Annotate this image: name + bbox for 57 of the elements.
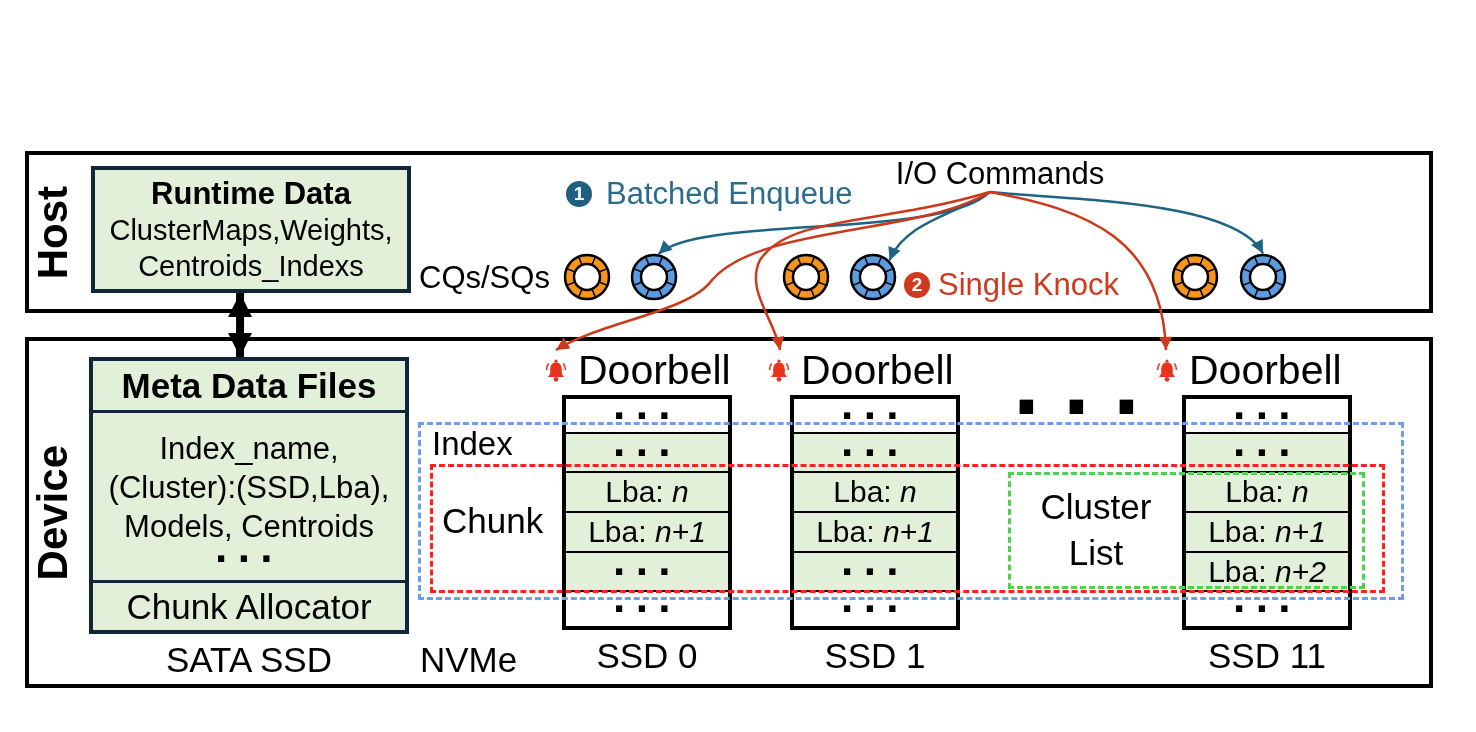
lba-label: Lba: n+1 bbox=[588, 518, 706, 546]
ellipsis: ··· bbox=[1013, 398, 1163, 414]
box-heading: Runtime Data bbox=[151, 175, 351, 212]
step-label: Batched Enqueue bbox=[606, 176, 853, 212]
arrow bbox=[989, 190, 1172, 351]
ellipsis: ··· bbox=[841, 410, 909, 421]
lba-label: Lba: n bbox=[1225, 478, 1309, 506]
lba-label: Lba: n bbox=[833, 478, 917, 506]
ellipsis: ··· bbox=[613, 604, 681, 614]
step-number: 2 bbox=[904, 272, 930, 298]
box-text: Index_name, (Cluster):(SSD,Lba), Models, Centroids bbox=[107, 430, 391, 546]
arrow bbox=[888, 190, 991, 261]
queue-label: CQs/SQs bbox=[419, 260, 550, 296]
queue-ring bbox=[563, 253, 611, 301]
step-number: 1 bbox=[566, 181, 592, 207]
lba-label: Lba: n bbox=[605, 478, 689, 506]
ellipsis: ··· bbox=[613, 566, 681, 577]
ellipsis: ··· bbox=[1233, 604, 1301, 614]
command-label: I/O Commands bbox=[895, 156, 1105, 192]
ellipsis: ··· bbox=[613, 447, 681, 458]
node-label: SSD 0 bbox=[596, 636, 698, 676]
region-label: Chunk bbox=[442, 503, 544, 539]
ellipsis: ··· bbox=[1233, 410, 1301, 421]
node-label: SSD 1 bbox=[824, 636, 926, 676]
box-text: ClusterMaps,Weights, Centroids_Indexs bbox=[108, 212, 394, 284]
box-heading: Meta Data Files bbox=[93, 361, 405, 413]
lba-label: Lba: n+1 bbox=[816, 518, 934, 546]
ellipsis: ··· bbox=[841, 447, 909, 458]
data-store-box bbox=[91, 166, 411, 293]
ellipsis: ··· bbox=[841, 566, 909, 577]
doorbell-label: Doorbell bbox=[801, 350, 954, 391]
ellipsis: ··· bbox=[613, 410, 681, 421]
arrow bbox=[228, 293, 253, 357]
queue-ring bbox=[630, 253, 678, 301]
queue-ring bbox=[782, 253, 830, 301]
doorbell-label: Doorbell bbox=[578, 350, 731, 391]
ellipsis: ··· bbox=[215, 554, 283, 564]
step-label: Single Knock bbox=[938, 267, 1119, 303]
node-label: SSD 11 bbox=[1208, 636, 1326, 676]
lba-label: Lba: n+2 bbox=[1208, 557, 1326, 586]
doorbell-label: Doorbell bbox=[1189, 350, 1342, 391]
lba-label: Lba: n+1 bbox=[1208, 518, 1326, 546]
ellipsis: ··· bbox=[841, 604, 909, 614]
box-text: Chunk Allocator bbox=[93, 580, 405, 630]
queue-ring bbox=[1171, 253, 1219, 301]
queue-ring bbox=[1239, 253, 1287, 301]
region-label: Index bbox=[432, 428, 513, 460]
host-panel bbox=[25, 151, 1433, 313]
region-label: Cluster List bbox=[1040, 486, 1152, 574]
device-panel bbox=[25, 337, 1433, 688]
interface-label: NVMe bbox=[420, 640, 518, 680]
queue-ring bbox=[849, 253, 897, 301]
section-label: Host bbox=[32, 186, 74, 280]
section-label: Device bbox=[32, 445, 74, 581]
ellipsis: ··· bbox=[1233, 447, 1301, 458]
arrow bbox=[754, 190, 990, 351]
node-label: SATA SSD bbox=[166, 640, 332, 680]
